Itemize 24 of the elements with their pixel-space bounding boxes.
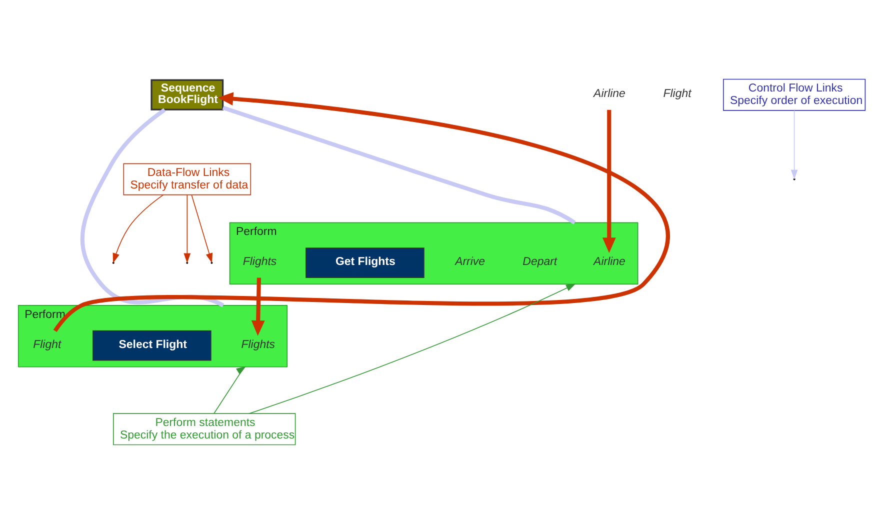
node-text: Flights — [241, 338, 276, 350]
node-text: Depart — [522, 256, 558, 268]
node-text: Flight — [663, 88, 692, 100]
arrow — [214, 366, 246, 414]
node-box: Control Flow Links Specify order of execution — [723, 78, 866, 110]
connector — [222, 105, 576, 224]
arrow — [53, 92, 668, 332]
connector — [80, 108, 224, 307]
node-box: Perform statements Specify the execution of a process — [113, 412, 296, 445]
arrow — [602, 109, 616, 252]
node-box: Get Flights — [306, 247, 424, 278]
arrow — [112, 194, 164, 263]
arrow — [191, 194, 213, 263]
node-box: Data-Flow Links Specify transfer of data — [123, 162, 252, 195]
arrow — [184, 194, 191, 263]
node-text: Flights — [242, 256, 277, 268]
arrow — [251, 277, 265, 336]
node-text: Arrive — [455, 256, 486, 268]
node-text: Flight — [33, 338, 62, 350]
arrow — [248, 283, 576, 414]
node-text: Airline — [594, 88, 626, 100]
node-text: Airline — [594, 256, 626, 268]
node-box: Select Flight — [92, 330, 212, 360]
node-box: Sequence BookFlight — [150, 78, 224, 110]
